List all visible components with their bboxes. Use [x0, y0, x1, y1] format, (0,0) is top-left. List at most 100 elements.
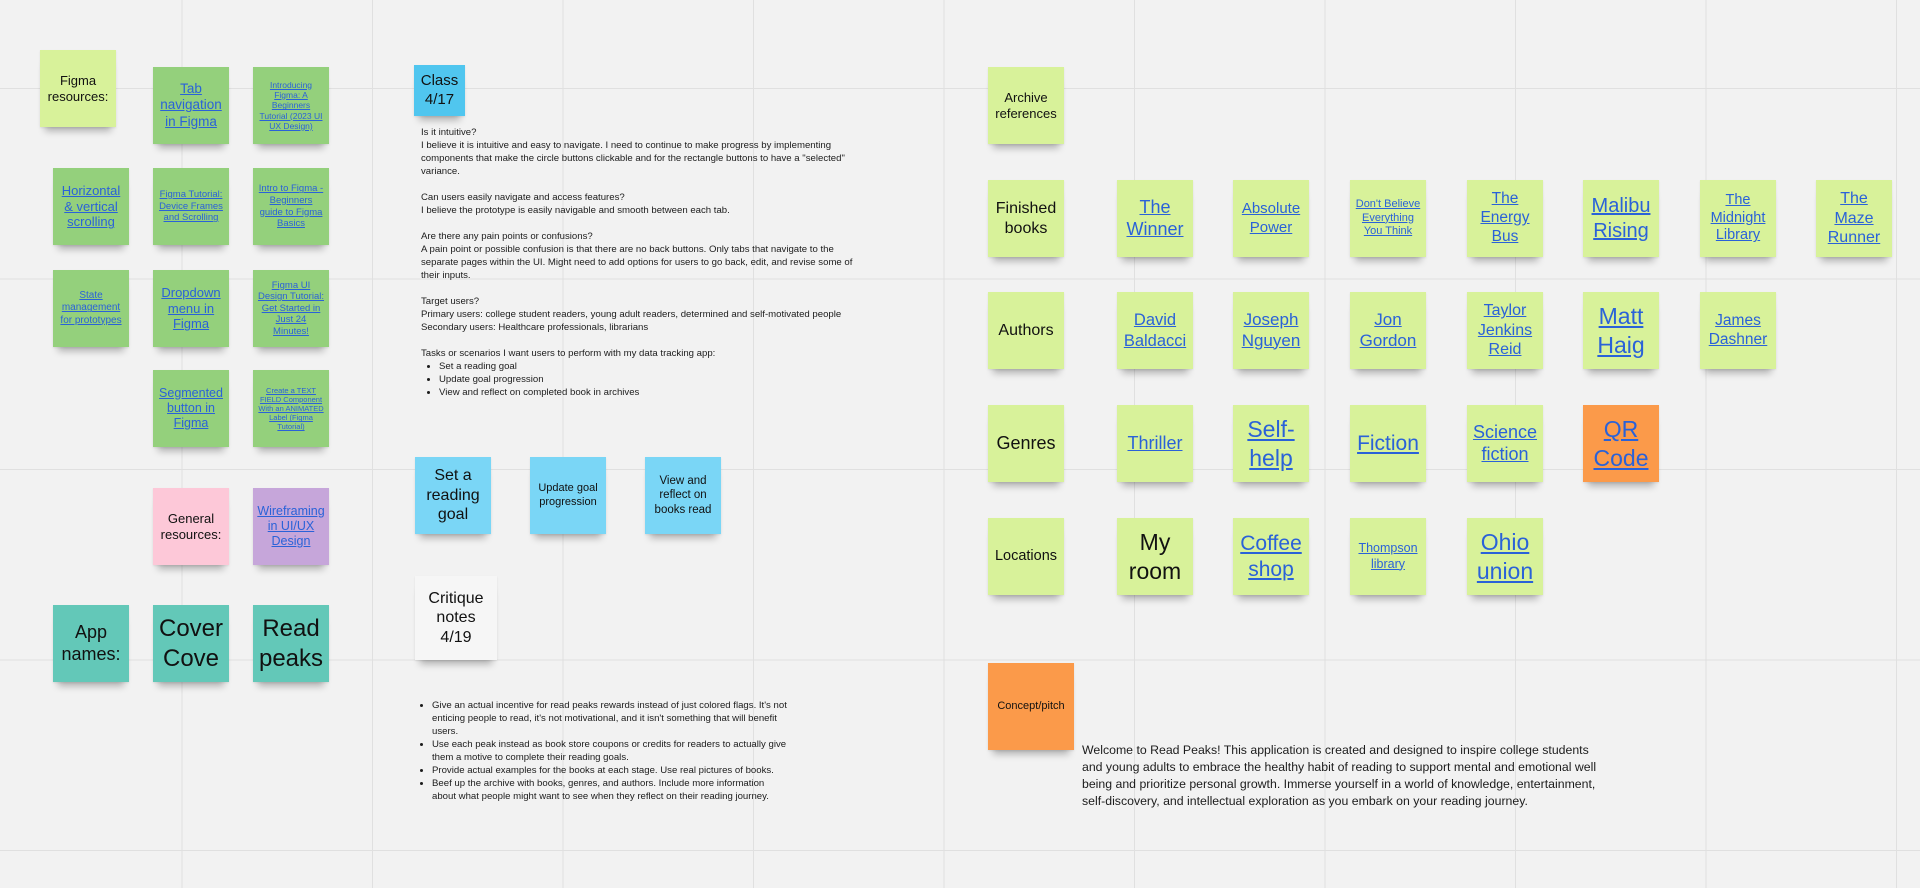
sticky-book-energy-bus[interactable]: The Energy Bus [1467, 180, 1543, 257]
sticky-figma-resources-title[interactable]: Figma resources: [40, 50, 116, 127]
link-book[interactable]: Malibu Rising [1591, 195, 1651, 242]
link-book[interactable]: The Energy Bus [1480, 190, 1530, 245]
sticky-author-david-baldacci[interactable]: David Baldacci [1117, 292, 1193, 369]
sticky-author-matt-haig[interactable]: Matt Haig [1583, 292, 1659, 369]
sticky-concept-pitch[interactable]: Concept/pitch [988, 663, 1074, 750]
link-text-field-component[interactable]: Create a TEXT FIELD Component With an AN… [258, 385, 324, 432]
link-genre[interactable]: Science fiction [1472, 421, 1538, 464]
sticky-book-dont-believe[interactable]: Don't Believe Everything You Think [1350, 180, 1426, 257]
sticky-book-maze-runner[interactable]: The Maze Runner [1816, 180, 1892, 257]
link-book[interactable]: The Midnight Library [1710, 191, 1766, 244]
sticky-link-introducing-figma[interactable]: Introducing Figma: A Beginners Tutorial … [253, 67, 329, 144]
link-author[interactable]: Matt Haig [1597, 303, 1645, 358]
link-horizontal-vertical-scrolling[interactable]: Horizontal & vertical scrolling [61, 182, 121, 230]
sticky-link-wireframing[interactable]: Wireframing in UI/UX Design [253, 488, 329, 565]
sticky-genre-fiction[interactable]: Fiction [1350, 405, 1426, 482]
sticky-author-james-dashner[interactable]: James Dashner [1700, 292, 1776, 369]
sticky-label: Critique notes 4/19 [428, 589, 484, 646]
link-location[interactable]: Ohio union [1476, 529, 1534, 584]
sticky-author-jon-gordon[interactable]: Jon Gordon [1350, 292, 1426, 369]
link-genre[interactable]: Thriller [1127, 432, 1183, 453]
sticky-app-name-cover-cove[interactable]: Cover Cove [153, 605, 229, 682]
link-state-management[interactable]: State management for prototypes [60, 290, 122, 326]
link-author[interactable]: Joseph Nguyen [1241, 309, 1301, 350]
sticky-label: General resources: [160, 510, 222, 542]
sticky-genre-self-help[interactable]: Self-help [1233, 405, 1309, 482]
link-book[interactable]: The Maze Runner [1827, 190, 1881, 247]
list-item: Set a reading goal [439, 360, 861, 373]
sticky-app-name-read-peaks[interactable]: Read peaks [253, 605, 329, 682]
critique-list: Give an actual incentive for read peaks … [414, 699, 788, 803]
critique-notes-text: Give an actual incentive for read peaks … [414, 699, 788, 803]
sticky-row-label-authors[interactable]: Authors [988, 292, 1064, 369]
sticky-row-label-genres[interactable]: Genres [988, 405, 1064, 482]
pitch-paragraph: Welcome to Read Peaks! This application … [1082, 743, 1597, 808]
sticky-link-tab-navigation[interactable]: Tab navigation in Figma [153, 67, 229, 144]
sticky-label: Genres [996, 432, 1056, 453]
list-item: Provide actual examples for the books at… [432, 764, 788, 777]
sticky-row-label-finished-books[interactable]: Finished books [988, 180, 1064, 257]
link-segmented-button[interactable]: Segmented button in Figma [159, 385, 223, 431]
link-author[interactable]: David Baldacci [1123, 311, 1187, 350]
sticky-label: Locations [994, 547, 1058, 564]
link-author[interactable]: Taylor Jenkins Reid [1477, 302, 1533, 359]
link-intro-to-figma[interactable]: Intro to Figma - Beginners guide to Figm… [258, 183, 324, 230]
sticky-label: App names: [61, 621, 121, 664]
link-genre[interactable]: Self-help [1247, 416, 1295, 471]
link-introducing-figma[interactable]: Introducing Figma: A Beginners Tutorial … [259, 79, 323, 132]
sticky-archive-references[interactable]: Archive references [988, 67, 1064, 144]
sticky-label: Figma resources: [47, 72, 109, 104]
sticky-location-ohio-union[interactable]: Ohio union [1467, 518, 1543, 595]
link-genre[interactable]: Fiction [1357, 431, 1419, 455]
link-location[interactable]: Thompson library [1358, 541, 1418, 571]
sticky-app-names-title[interactable]: App names: [53, 605, 129, 682]
answer-primary-users: Primary users: college student readers, … [421, 309, 842, 320]
sticky-label: Authors [998, 321, 1054, 339]
sticky-book-malibu-rising[interactable]: Malibu Rising [1583, 180, 1659, 257]
link-dropdown-menu[interactable]: Dropdown menu in Figma [161, 284, 221, 332]
sticky-general-resources-title[interactable]: General resources: [153, 488, 229, 565]
question-pain-points: Are there any pain points or confusions? [421, 231, 593, 242]
sticky-task-set-reading-goal[interactable]: Set a reading goal [415, 457, 491, 534]
sticky-link-dropdown-menu[interactable]: Dropdown menu in Figma [153, 270, 229, 347]
sticky-class-date[interactable]: Class 4/17 [414, 65, 465, 116]
link-book[interactable]: Don't Believe Everything You Think [1355, 198, 1421, 238]
sticky-task-update-goal[interactable]: Update goal progression [530, 457, 606, 534]
link-device-frames[interactable]: Figma Tutorial: Device Frames and Scroll… [159, 189, 223, 224]
link-book[interactable]: The Winner [1126, 196, 1184, 239]
sticky-row-label-locations[interactable]: Locations [988, 518, 1064, 595]
sticky-link-segmented-button[interactable]: Segmented button in Figma [153, 370, 229, 447]
sticky-qr-code[interactable]: QR Code [1583, 405, 1659, 482]
list-item: Beef up the archive with books, genres, … [432, 777, 788, 803]
sticky-author-taylor-jenkins-reid[interactable]: Taylor Jenkins Reid [1467, 292, 1543, 369]
link-wireframing[interactable]: Wireframing in UI/UX Design [257, 503, 325, 549]
link-tab-navigation[interactable]: Tab navigation in Figma [160, 80, 222, 129]
sticky-link-state-management[interactable]: State management for prototypes [53, 270, 129, 347]
sticky-label: Cover Cove [158, 615, 224, 672]
sticky-link-figma-ui-design-tutorial[interactable]: Figma UI Design Tutorial: Get Started in… [253, 270, 329, 347]
sticky-author-joseph-nguyen[interactable]: Joseph Nguyen [1233, 292, 1309, 369]
link-book[interactable]: Absolute Power [1241, 200, 1301, 236]
sticky-link-text-field-component[interactable]: Create a TEXT FIELD Component With an AN… [253, 370, 329, 447]
link-author[interactable]: James Dashner [1708, 311, 1768, 348]
link-figma-ui-design-tutorial[interactable]: Figma UI Design Tutorial: Get Started in… [257, 279, 324, 337]
sticky-task-view-reflect[interactable]: View and reflect on books read [645, 457, 721, 534]
sticky-location-my-room[interactable]: My room [1117, 518, 1193, 595]
sticky-book-midnight-library[interactable]: The Midnight Library [1700, 180, 1776, 257]
list-item: View and reflect on completed book in ar… [439, 386, 861, 399]
sticky-link-device-frames[interactable]: Figma Tutorial: Device Frames and Scroll… [153, 168, 229, 245]
sticky-label: Class 4/17 [420, 72, 459, 108]
sticky-location-thompson-library[interactable]: Thompson library [1350, 518, 1426, 595]
sticky-genre-thriller[interactable]: Thriller [1117, 405, 1193, 482]
sticky-genre-science-fiction[interactable]: Science fiction [1467, 405, 1543, 482]
link-qr-code[interactable]: QR Code [1593, 416, 1649, 471]
sticky-link-intro-to-figma[interactable]: Intro to Figma - Beginners guide to Figm… [253, 168, 329, 245]
sticky-location-coffee-shop[interactable]: Coffee shop [1233, 518, 1309, 595]
sticky-link-horizontal-vertical-scrolling[interactable]: Horizontal & vertical scrolling [53, 168, 129, 245]
link-author[interactable]: Jon Gordon [1359, 309, 1417, 350]
sticky-book-absolute-power[interactable]: Absolute Power [1233, 180, 1309, 257]
link-location[interactable]: Coffee shop [1240, 531, 1302, 581]
sticky-label: Update goal progression [538, 482, 598, 508]
sticky-book-the-winner[interactable]: The Winner [1117, 180, 1193, 257]
sticky-critique-title[interactable]: Critique notes 4/19 [415, 576, 497, 660]
